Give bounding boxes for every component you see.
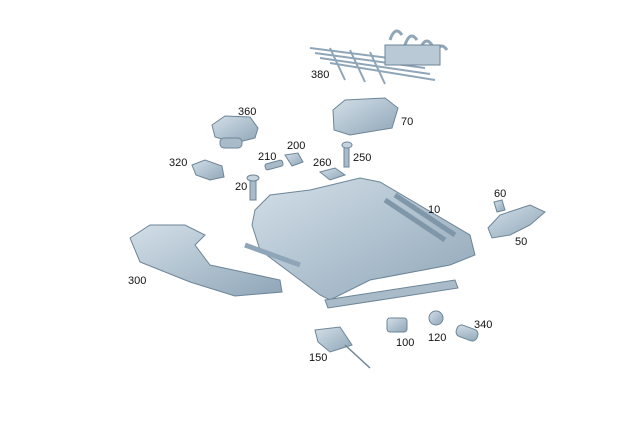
part-340-motor[interactable] <box>455 324 480 343</box>
callout-340[interactable]: 340 <box>474 319 493 331</box>
part-260-plate[interactable] <box>318 167 347 181</box>
callout-300[interactable]: 300 <box>128 275 147 287</box>
part-380-spring-mat[interactable] <box>309 29 449 85</box>
part-210-bolt[interactable] <box>264 159 284 171</box>
callout-360[interactable]: 360 <box>238 106 257 118</box>
part-150-linear-actuator[interactable] <box>314 326 371 369</box>
part-200-clip[interactable] <box>284 152 304 167</box>
callout-380[interactable]: 380 <box>311 69 330 81</box>
callout-10[interactable]: 10 <box>428 204 441 216</box>
part-360-motor[interactable] <box>211 115 259 149</box>
part-50-bracket[interactable] <box>487 204 546 239</box>
callout-260[interactable]: 260 <box>313 157 332 169</box>
part-10-seat-frame[interactable] <box>244 177 476 309</box>
part-300-side-cover[interactable] <box>129 224 283 297</box>
callout-150[interactable]: 150 <box>309 352 328 364</box>
callout-70[interactable]: 70 <box>401 116 414 128</box>
callout-200[interactable]: 200 <box>287 140 306 152</box>
callout-210[interactable]: 210 <box>258 151 277 163</box>
callout-120[interactable]: 120 <box>428 332 447 344</box>
part-250-bolt[interactable] <box>341 141 353 168</box>
callout-320[interactable]: 320 <box>169 157 188 169</box>
part-320-actuator[interactable] <box>191 159 225 181</box>
callout-250[interactable]: 250 <box>353 152 372 164</box>
part-70-bracket[interactable] <box>332 97 399 136</box>
part-20-bolt[interactable] <box>246 174 260 201</box>
callout-50[interactable]: 50 <box>515 236 528 248</box>
part-100-switch[interactable] <box>386 317 408 333</box>
part-120-knob[interactable] <box>428 310 444 326</box>
callout-20[interactable]: 20 <box>235 181 248 193</box>
part-60-nut[interactable] <box>493 199 506 213</box>
callout-60[interactable]: 60 <box>494 188 507 200</box>
callout-100[interactable]: 100 <box>396 337 415 349</box>
